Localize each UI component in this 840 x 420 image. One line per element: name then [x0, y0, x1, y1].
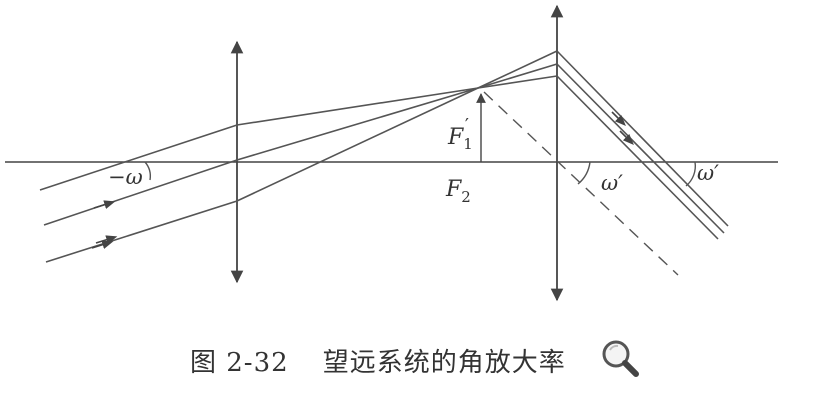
angle-arc-right	[685, 161, 697, 187]
label-omega-prime-right: ω′	[697, 161, 719, 185]
label-f2: F2	[445, 177, 471, 206]
label-omega-prime-center: ω′	[601, 171, 623, 195]
incoming-ray-arrow-bottom	[91, 240, 114, 249]
magnifier-icon[interactable]	[596, 336, 644, 384]
intermediate-rays	[477, 50, 558, 89]
figure-title: 望远系统的角放大率	[322, 347, 566, 378]
ray-top	[39, 87, 479, 191]
ray-middle	[43, 87, 479, 226]
incoming-rays	[39, 87, 479, 263]
angle-arc-left	[144, 161, 152, 181]
label-f1-prime: F1′	[447, 115, 473, 153]
label-minus-omega: −ω	[108, 165, 143, 189]
dashed-construction-line	[483, 91, 679, 276]
outgoing-rays	[556, 50, 729, 240]
angle-arc-center	[577, 161, 591, 185]
figure-number: 图 2-32	[190, 347, 289, 378]
outgoing-ray-arrows	[611, 111, 634, 145]
figure-caption: 图 2-32 望远系统的角放大率	[190, 340, 644, 380]
